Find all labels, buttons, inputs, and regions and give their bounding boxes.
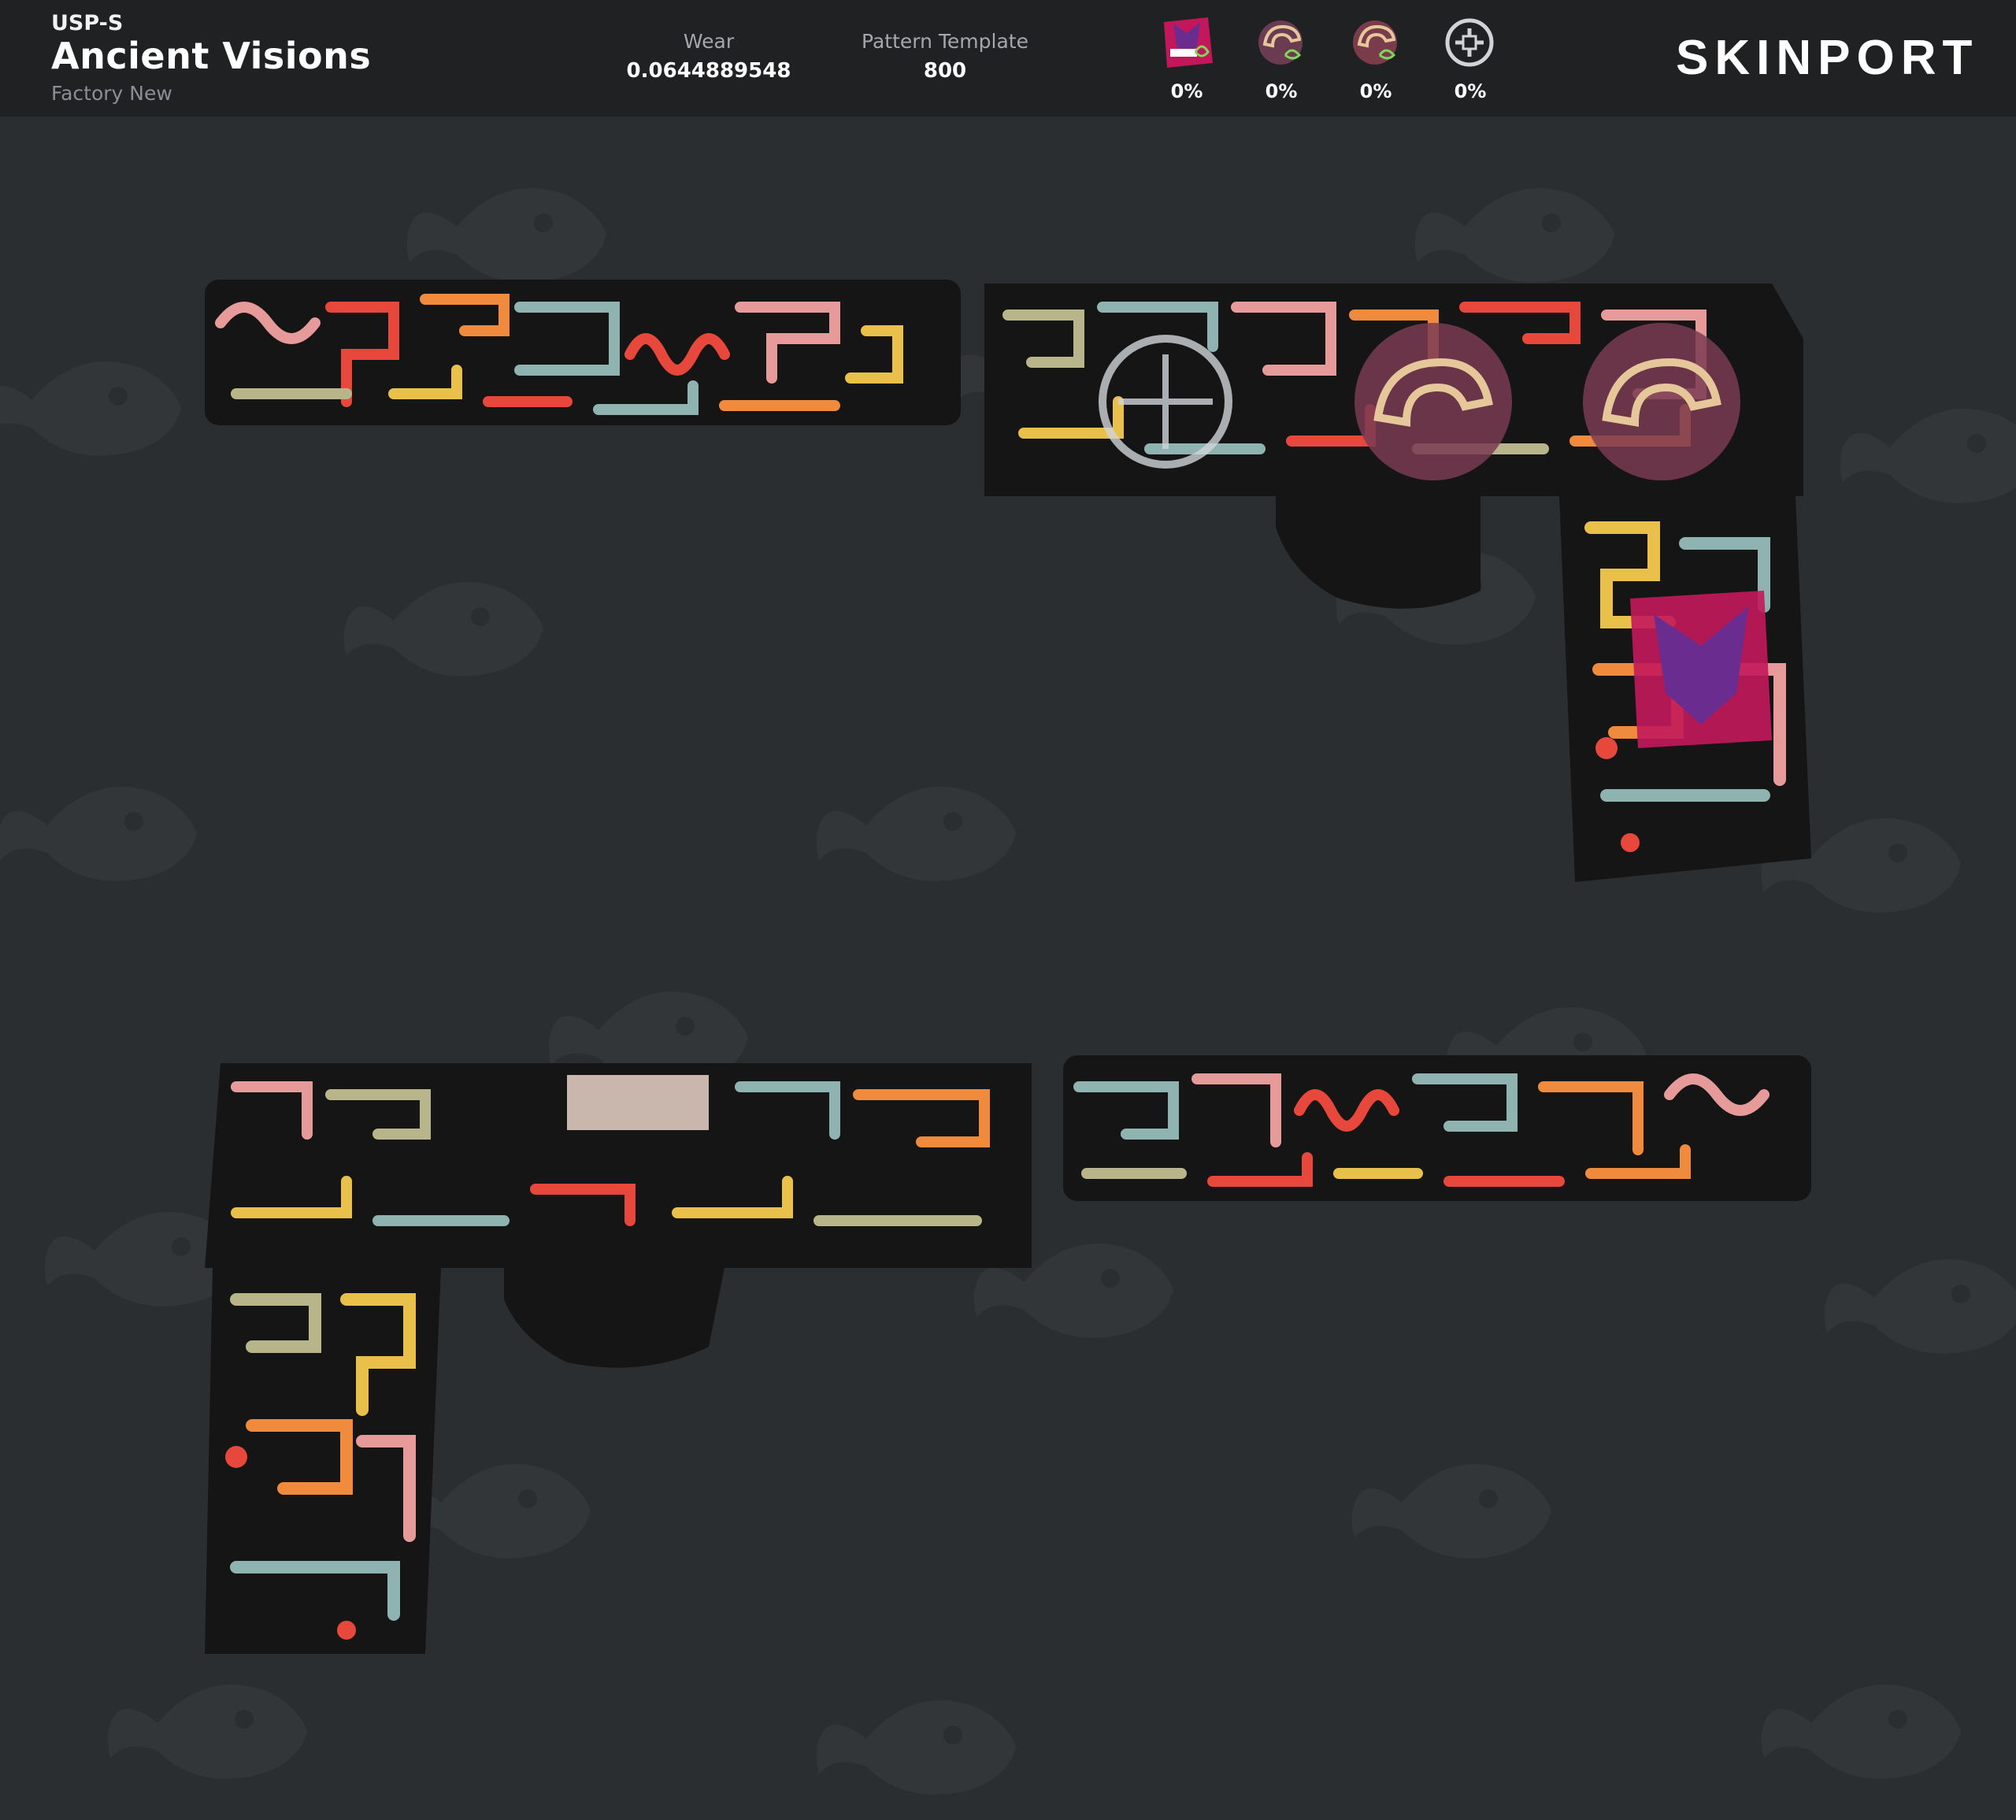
- crest-sticker-icon: [1440, 11, 1501, 72]
- exterior-condition: Factory New: [51, 82, 172, 105]
- sticker-wear: 0%: [1265, 80, 1298, 102]
- applied-panther-sticker: [1583, 323, 1740, 480]
- applied-wolf-boom-sticker: [1630, 591, 1772, 748]
- panther-sticker-icon: [1251, 11, 1312, 72]
- sticker-wear: 0%: [1454, 80, 1487, 102]
- weapon-render-left-side: [205, 1055, 1811, 1654]
- skin-name: Ancient Visions: [51, 35, 372, 77]
- wear-label: Wear: [683, 30, 735, 53]
- weapon-render-right-side: [205, 280, 1811, 882]
- item-header: USP-S Ancient Visions Factory New Wear 0…: [0, 0, 2016, 117]
- sticker-slot-4[interactable]: 0%: [1427, 11, 1514, 102]
- skinport-logo: SKINPORT: [1676, 31, 1979, 85]
- sticker-slot-1[interactable]: 0%: [1143, 11, 1230, 102]
- pattern-value: 800: [923, 59, 967, 83]
- pattern-stat: Pattern Template 800: [835, 30, 1055, 83]
- applied-panther-sticker: [1354, 323, 1512, 480]
- weapon-type: USP-S: [51, 11, 124, 35]
- applied-crest-sticker: [1099, 335, 1232, 469]
- sticker-wear: 0%: [1359, 80, 1392, 102]
- sticker-slot-3[interactable]: 0%: [1332, 11, 1419, 102]
- pattern-label: Pattern Template: [862, 30, 1028, 53]
- sticker-wear: 0%: [1170, 80, 1203, 102]
- wolf-boom-sticker-icon: [1156, 11, 1217, 72]
- sticker-slot-2[interactable]: 0%: [1238, 11, 1325, 102]
- wear-stat: Wear 0.0644889548: [614, 30, 803, 83]
- panther-sticker-icon: [1345, 11, 1406, 72]
- wear-value: 0.0644889548: [626, 59, 791, 83]
